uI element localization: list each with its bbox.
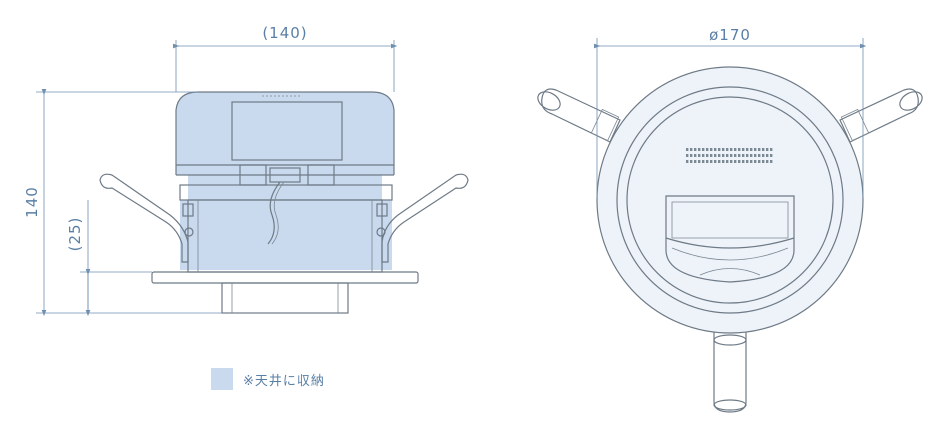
vent-dot	[710, 154, 713, 157]
vent-dot	[766, 148, 769, 151]
vent-dot	[750, 154, 753, 157]
spring-upper-left	[537, 88, 621, 143]
vent-dot	[734, 154, 737, 157]
top-view: ø170	[537, 26, 923, 413]
lens-circle	[626, 96, 834, 304]
vent-dot	[686, 154, 689, 157]
vent-dot	[714, 148, 717, 151]
vent-dot	[698, 148, 701, 151]
legend-swatch	[211, 368, 233, 390]
vent-dot	[730, 154, 733, 157]
vent-dot	[702, 154, 705, 157]
vent-dot	[742, 154, 745, 157]
vent-dot	[762, 154, 765, 157]
diameter-dimension-label: ø170	[709, 26, 751, 44]
spring-left	[99, 173, 189, 263]
vent-dot	[722, 148, 725, 151]
vent-dot	[690, 160, 693, 163]
vent-dot	[734, 160, 737, 163]
vent-dot	[698, 154, 701, 157]
vent-dot	[722, 160, 725, 163]
vent-dot	[754, 154, 757, 157]
vent-dot	[714, 154, 717, 157]
vent-dot	[730, 160, 733, 163]
vent-dot	[690, 154, 693, 157]
label-plate	[231, 101, 343, 161]
vent-dot	[706, 154, 709, 157]
vent-dot	[770, 148, 773, 151]
vent-dot	[742, 160, 745, 163]
legend-text: ※天井に収納	[243, 373, 325, 389]
vent-dot	[702, 148, 705, 151]
vent-dot	[714, 160, 717, 163]
vent-dot	[750, 148, 753, 151]
vent-dot	[710, 148, 713, 151]
vent-dot	[730, 148, 733, 151]
vent-dot	[758, 148, 761, 151]
vent-dot	[758, 154, 761, 157]
vent-dot	[690, 148, 693, 151]
height-dimension-label: 140	[23, 186, 41, 218]
vent-dot	[746, 148, 749, 151]
vent-dot	[770, 154, 773, 157]
vent-dot	[686, 160, 689, 163]
vent-dot	[758, 160, 761, 163]
sensor-window	[665, 195, 795, 283]
inner-ring	[616, 86, 844, 314]
vent-dot	[750, 160, 753, 163]
housing-top	[175, 91, 395, 175]
vent-dot	[694, 154, 697, 157]
lens-bottom	[221, 282, 349, 314]
spring-right	[381, 173, 469, 263]
vent-dot	[726, 148, 729, 151]
vent-dot	[686, 148, 689, 151]
vent-dot	[754, 160, 757, 163]
vent-dot	[742, 148, 745, 151]
side-view: (140) 140 (25)	[23, 24, 469, 317]
vent-dot	[718, 148, 721, 151]
vent-dot	[738, 148, 741, 151]
vent-dot	[702, 160, 705, 163]
spring-upper-right	[839, 88, 923, 143]
vent-dot	[726, 160, 729, 163]
vent-dot	[694, 160, 697, 163]
recessed-body-fill	[176, 92, 394, 270]
vent-dot	[718, 160, 721, 163]
legend: ※天井に収納	[211, 368, 325, 390]
outer-ring	[596, 66, 864, 334]
vent-dot	[698, 160, 701, 163]
spring-bottom	[713, 329, 747, 413]
vent-dot	[718, 154, 721, 157]
vent-dot	[734, 148, 737, 151]
vent-grille	[686, 148, 773, 163]
width-dimension-label: (140)	[262, 24, 307, 42]
vent-dot	[746, 154, 749, 157]
vent-dot	[762, 148, 765, 151]
vent-dot	[746, 160, 749, 163]
vent-dot	[726, 154, 729, 157]
flange	[151, 271, 419, 284]
vent-dot	[754, 148, 757, 151]
vent-dot	[738, 160, 741, 163]
vent-dot	[694, 148, 697, 151]
vent-dot	[738, 154, 741, 157]
vent-dot	[762, 160, 765, 163]
vent-dot	[766, 160, 769, 163]
vent-dot	[706, 148, 709, 151]
vent-dot	[770, 160, 773, 163]
vent-dot	[722, 154, 725, 157]
vent-dot	[710, 160, 713, 163]
vent-dot	[706, 160, 709, 163]
recess-dimension-label: (25)	[66, 217, 84, 252]
vent-dot	[766, 154, 769, 157]
wire	[267, 181, 281, 245]
